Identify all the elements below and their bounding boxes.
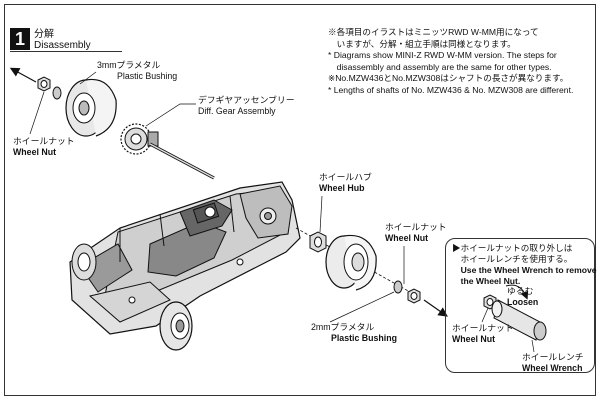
note-line: * Diagrams show MINI-Z RWD W-MM version.… (328, 50, 557, 60)
wrench-detail-box (445, 238, 595, 373)
leader-lines (29, 71, 405, 323)
label-bushing-2mm: 2mmプラメタル Plastic Bushing (311, 322, 397, 343)
label-wheel-nut-right: ホイールナット Wheel Nut (385, 222, 447, 243)
chassis (69, 181, 301, 335)
note-line: ※No.MZW436とNo.MZW308はシャフトの長さが異なります。 (328, 73, 569, 83)
wheel-hub (309, 231, 327, 253)
notes-block: ※各項目のイラストはミニッツRWD W-MM用になって いますが、分解・組立手順… (328, 27, 573, 96)
left-wheel (65, 78, 117, 137)
step-divider (10, 51, 122, 52)
right-wheel-nut (407, 288, 421, 304)
left-wheel-nut (37, 76, 51, 92)
page-frame (4, 4, 596, 396)
right-bushing (393, 280, 403, 294)
label-wheel-wrench: ホイールレンチ Wheel Wrench (522, 352, 584, 373)
note-line: * Lengths of shafts of No. MZW436 & No. … (328, 84, 574, 95)
label-diff-gear: デフギヤアッセンブリー Diff. Gear Assembly (198, 95, 295, 116)
diff-gear-assembly (120, 123, 215, 180)
left-bushing (52, 86, 62, 100)
right-wheel (325, 234, 377, 291)
note-line: disassembly and assembly are the same fo… (328, 61, 552, 72)
note-line: いますが、分解・組立手順は同様となります。 (328, 38, 516, 49)
note-line: ※各項目のイラストはミニッツRWD W-MM用になって (328, 27, 539, 37)
step-title-ja: 分解 (34, 29, 54, 40)
label-wheel-hub: ホイールハブ Wheel Hub (319, 172, 372, 193)
chassis-left-wheel (71, 243, 97, 281)
remove-arrow-right (423, 299, 448, 317)
wheel-wrench-detail (481, 284, 547, 353)
wrench-instruction: ▶ホイールナットの取り外しは ホイールレンチを使用する。 Use the Whe… (452, 243, 597, 286)
remove-arrow-left (9, 67, 37, 83)
label-loosen: ゆるむ Loosen (507, 286, 539, 307)
step-number: 1 (10, 28, 30, 50)
label-bushing-3mm: 3mmプラメタル Plastic Bushing (97, 60, 178, 81)
chassis-front-wheel (159, 301, 193, 351)
label-wheel-nut-left: ホイールナット Wheel Nut (13, 136, 75, 157)
label-detail-wheel-nut: ホイールナット Wheel Nut (452, 323, 514, 344)
step-title-en: Disassembly (34, 40, 91, 51)
step-title: 分解 Disassembly (34, 29, 91, 51)
